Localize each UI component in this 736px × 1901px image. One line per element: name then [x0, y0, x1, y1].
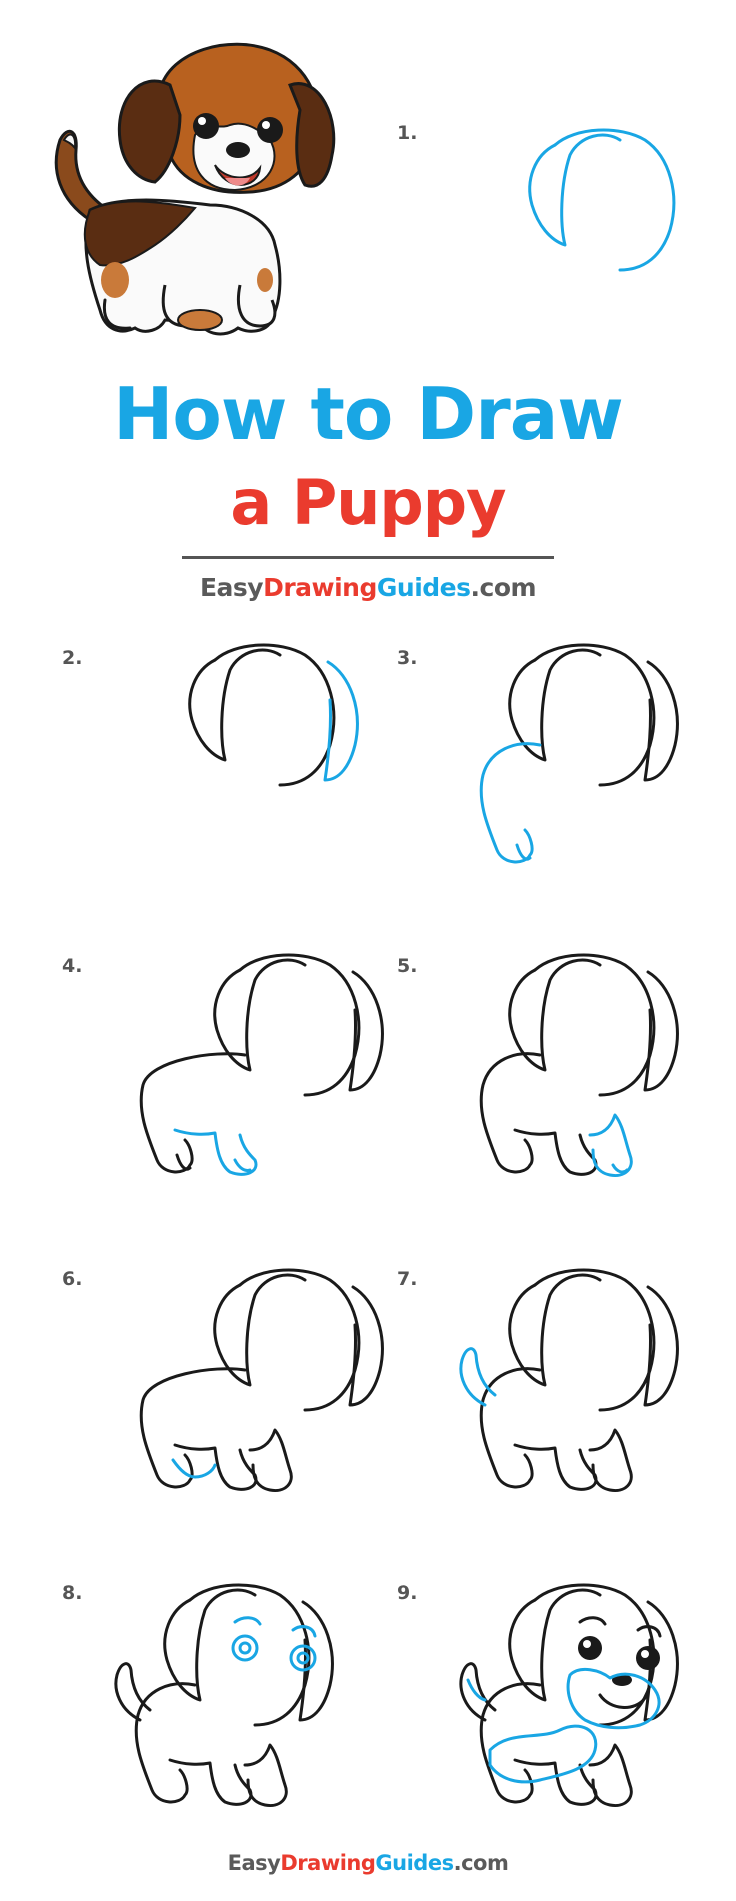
step-number-4: 4.: [62, 955, 83, 977]
step-number-9: 9.: [397, 1582, 418, 1604]
step-number-5: 5.: [397, 955, 418, 977]
step-6-drawing: [139, 1268, 384, 1493]
step-1-drawing: [528, 128, 676, 272]
step-7-drawing: [459, 1268, 679, 1493]
page-title-line2: a Puppy: [230, 466, 506, 539]
step-number-2: 2.: [62, 647, 83, 669]
title-divider: [182, 556, 554, 559]
page-title-line1: How to Draw: [113, 372, 624, 456]
step-number-3: 3.: [397, 647, 418, 669]
step-2-drawing: [188, 643, 359, 787]
brand-logo-top: EasyDrawingGuides.com: [199, 573, 537, 602]
step-3-drawing: [479, 643, 679, 864]
step-8-drawing: [114, 1583, 334, 1808]
step-5-drawing: [479, 953, 679, 1178]
step-number-8: 8.: [62, 1582, 83, 1604]
step-number-7: 7.: [397, 1268, 418, 1290]
step-number-1: 1.: [397, 122, 418, 144]
brand-logo-bottom: EasyDrawingGuides.com: [227, 1851, 509, 1875]
step-9-drawing: [459, 1583, 679, 1808]
puppy-hero-illustration: [54, 42, 336, 336]
step-4-drawing: [139, 953, 384, 1176]
step-number-6: 6.: [62, 1268, 83, 1290]
